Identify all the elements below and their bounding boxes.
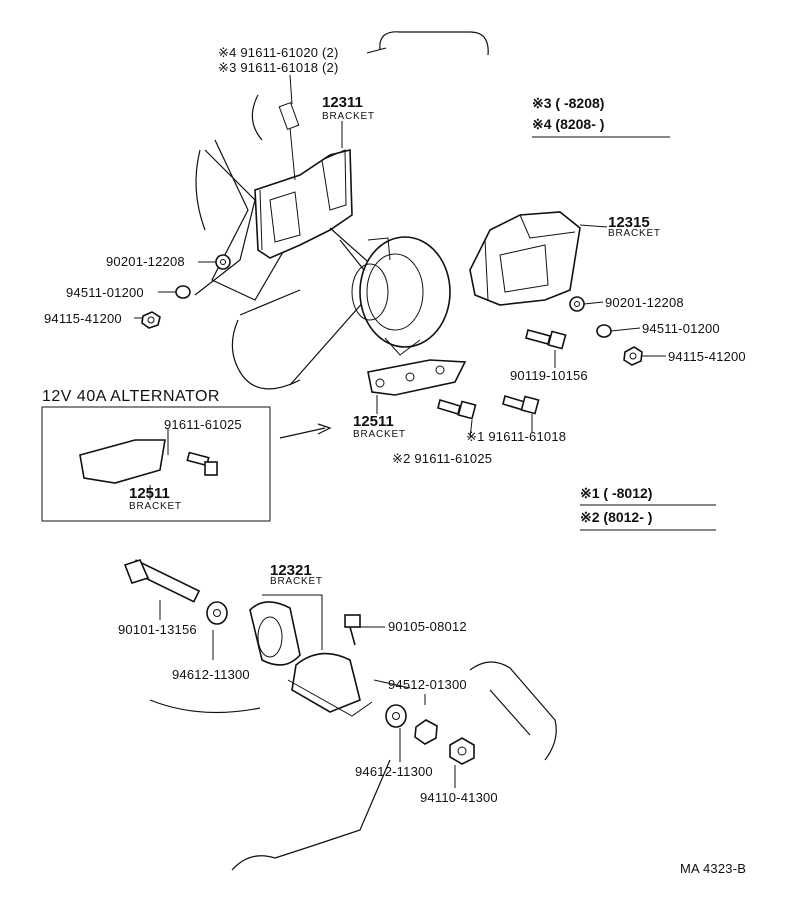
part-91611-61020-label: ※4 91611-61020 (2): [218, 45, 339, 60]
part-94511-01200-left-label: 94511-01200: [66, 285, 144, 300]
bracket-12315-caption: BRACKET: [608, 228, 661, 239]
bracket-12311-number: 12311: [322, 94, 363, 111]
bracket-12315-drawing: [469, 211, 581, 306]
part-91611-61018-top-label: ※3 91611-61018 (2): [218, 60, 339, 75]
alternator-inset: [41, 406, 332, 522]
note-3-range: ※3 ( -8208): [532, 95, 605, 111]
bracket-12511-number: 12511: [353, 413, 394, 430]
upper-fasteners: [141, 254, 643, 420]
bracket-12311-caption: BRACKET: [322, 111, 375, 122]
part-90119-10156-label: 90119-10156: [510, 368, 588, 383]
note-underlines: [532, 136, 716, 531]
bracket-12511-inset-number: 12511: [129, 485, 170, 502]
part-91611-61025-inset-label: 91611-61025: [164, 417, 242, 432]
bracket-12321-number: 12321: [270, 562, 312, 579]
part-94511-01200-right-label: 94511-01200: [642, 321, 720, 336]
note-2-range: ※2 (8012- ): [580, 509, 653, 525]
part-94110-41300-label: 94110-41300: [420, 790, 498, 805]
bracket-12311-drawing: [254, 102, 353, 259]
part-94512-01300-label: 94512-01300: [388, 677, 467, 692]
part-90201-12208-left-label: 90201-12208: [106, 254, 185, 269]
alternator-drawing: [351, 236, 451, 356]
leader-lines-upper: [134, 47, 666, 439]
part-90101-13156-label: 90101-13156: [118, 622, 197, 637]
part-94115-41200-left-label: 94115-41200: [44, 311, 122, 326]
part-90201-12208-right-label: 90201-12208: [605, 295, 684, 310]
bracket-12511-inset-caption: BRACKET: [129, 501, 182, 512]
part-90105-08012-label: 90105-08012: [388, 619, 467, 634]
bracket-12315-number: 12315: [608, 214, 650, 231]
part-94612-11300-bottom-label: 94612-11300: [355, 764, 433, 779]
note-4-range: ※4 (8208- ): [532, 116, 605, 132]
alternator-inset-title: 12V 40A ALTERNATOR: [42, 388, 220, 405]
figure-id: MA 4323-B: [680, 861, 747, 876]
bracket-12321-caption: BRACKET: [270, 576, 323, 587]
part-94612-11300-top-label: 94612-11300: [172, 667, 250, 682]
note-1-range: ※1 ( -8012): [580, 485, 653, 501]
part-91611-61025-mid-label: ※2 91611-61025: [392, 451, 493, 466]
engine-outline: [195, 31, 489, 390]
part-91611-61018-mid-label: ※1 91611-61018: [466, 429, 567, 444]
bracket-12511-caption: BRACKET: [353, 429, 406, 440]
part-94115-41200-right-label: 94115-41200: [668, 349, 746, 364]
lower-assembly: [123, 559, 557, 871]
bracket-12511-drawing: [367, 359, 467, 396]
